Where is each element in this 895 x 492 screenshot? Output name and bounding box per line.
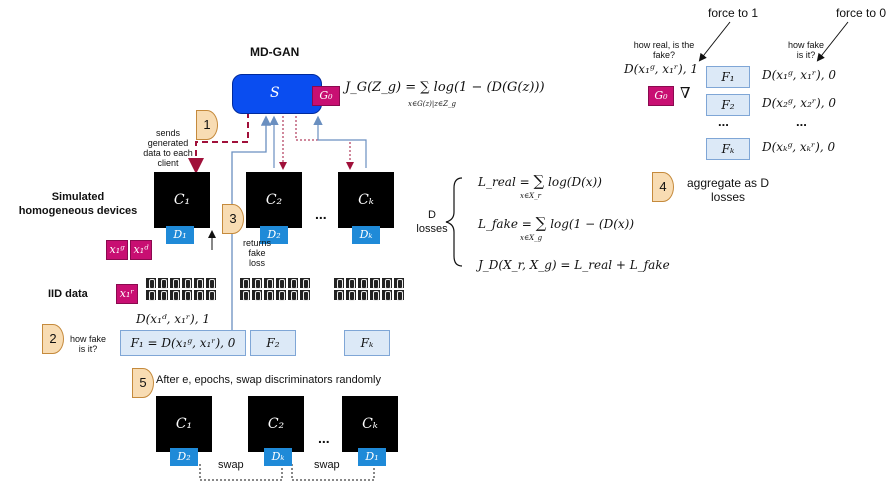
mnist-samples-k — [334, 278, 404, 301]
force1-arrow — [698, 21, 731, 62]
generator-tag: G₀ — [312, 86, 340, 106]
step-badge-5: 5 — [132, 368, 154, 398]
ellipsis-bottom: ... — [318, 430, 330, 446]
iid-label: IID data — [48, 288, 88, 300]
swap-dotted-2 — [291, 464, 375, 481]
generator-loss-sub: x∈G(z)|z∈Z_g — [408, 100, 456, 108]
force0-label: force to 0 — [836, 6, 887, 20]
server-box[interactable]: S — [232, 74, 322, 114]
d-real-expr: D(x₁ᵈ, x₁ʳ), 1 — [136, 312, 210, 326]
right-f2: F₂ — [706, 94, 750, 116]
bottom-disc-d1: D₁ — [358, 448, 386, 466]
discriminator-dk: Dₖ — [352, 226, 380, 244]
losses-brace — [445, 177, 463, 267]
real-sample-tag: x₁ʳ — [116, 284, 138, 304]
step5-text: After e, epochs, swap discriminators ran… — [156, 374, 381, 386]
step-badge-4: 4 — [652, 172, 674, 202]
client-c2[interactable]: C₂ — [246, 172, 302, 228]
client-ck[interactable]: Cₖ — [338, 172, 394, 228]
returns-arrow — [231, 115, 272, 332]
loss-fake-sub: x∈X_g — [520, 234, 543, 242]
step-badge-2: 2 — [42, 324, 64, 354]
bottom-client-c2[interactable]: C₂ — [248, 396, 304, 452]
right-d-ellipsis: ... — [796, 114, 807, 129]
ellipsis-top: ... — [315, 206, 327, 222]
mnist-samples-2 — [240, 278, 310, 301]
bottom-disc-d2: D₂ — [170, 448, 198, 466]
swap-dotted-1 — [199, 464, 283, 481]
loss-real: L_real = ∑ log(D(x)) — [478, 172, 602, 190]
step-badge-1: 1 — [196, 110, 218, 140]
page-title: MD-GAN — [250, 45, 300, 59]
loss-fake: L_fake = ∑ log(1 − (D(x)) — [478, 214, 635, 232]
right-d2: D(x₂ᵍ, x₂ʳ), 0 — [762, 96, 836, 110]
loss-total: J_D(X_r, X_g) = L_real + L_fake — [478, 258, 670, 272]
right-f-ellipsis: ... — [718, 114, 729, 129]
force0-arrow — [816, 21, 849, 62]
step-badge-3: 3 — [222, 204, 244, 234]
bottom-disc-dk: Dₖ — [264, 448, 292, 466]
bottom-client-c1[interactable]: C₁ — [156, 396, 212, 452]
fake-loss-f2: F₂ — [250, 330, 296, 356]
loss-real-sub: x∈X_r — [520, 192, 541, 200]
discriminator-d2: D₂ — [260, 226, 288, 244]
server-label: S — [270, 85, 280, 101]
right-dk: D(xₖᵍ, xₖʳ), 0 — [762, 140, 836, 154]
swap-label-1: swap — [218, 459, 244, 471]
mnist-samples-1 — [146, 278, 216, 301]
discriminator-sample-tag: x₁ᵈ — [130, 240, 152, 260]
right-fk: Fₖ — [706, 138, 750, 160]
right-generator-tag: G₀ — [648, 86, 674, 106]
nabla-symbol: ∇ — [680, 84, 691, 102]
right-real-expr: D(x₁ᵍ, x₁ʳ), 1 — [624, 62, 698, 76]
generated-sample-tag: x₁ᵍ — [106, 240, 128, 260]
ck-up-line — [313, 115, 367, 168]
swap-label-2: swap — [314, 459, 340, 471]
sends-arrow — [188, 112, 249, 174]
right-f1: F₁ — [706, 66, 750, 88]
generator-loss: J_G(Z_g) = ∑ log(1 − (D(G(z))) — [345, 80, 545, 95]
fake-loss-f1: F₁ = D(x₁ᵍ, x₁ʳ), 0 — [120, 330, 246, 356]
right-d1: D(x₁ᵍ, x₁ʳ), 0 — [762, 68, 836, 82]
discriminator-d1: D₁ — [166, 226, 194, 244]
bottom-client-ck[interactable]: Cₖ — [342, 396, 398, 452]
client-c1[interactable]: C₁ — [154, 172, 210, 228]
dotted-to-ck — [295, 116, 354, 170]
force1-label: force to 1 — [708, 6, 759, 20]
fake-loss-fk: Fₖ — [344, 330, 390, 356]
